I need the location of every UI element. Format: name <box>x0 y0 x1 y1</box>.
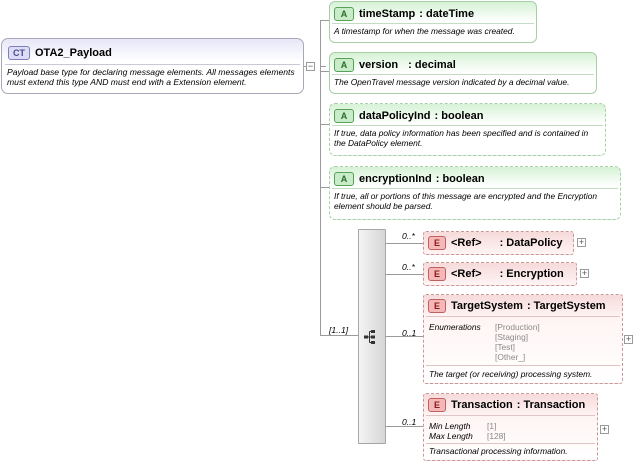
element-name: TargetSystem <box>451 300 523 312</box>
element-icon: E <box>428 398 446 412</box>
element-cardinality: 0..* <box>402 231 415 241</box>
element-icon: E <box>428 267 446 281</box>
element-targetsystem[interactable]: E TargetSystem : TargetSystem Enumeratio… <box>423 294 623 384</box>
element-name: <Ref> <box>451 237 482 249</box>
attribute-description: The OpenTravel message version indicated… <box>334 77 570 87</box>
connector <box>320 71 329 72</box>
expand-toggle[interactable]: + <box>624 334 633 344</box>
max-length-value: [128] <box>487 431 506 441</box>
complex-type-name: OTA2_Payload <box>35 47 112 59</box>
element-description: Transactional processing information. <box>429 446 568 456</box>
connector <box>320 20 329 21</box>
expand-toggle[interactable]: + <box>580 268 589 278</box>
sequence-icon <box>364 330 375 344</box>
connector <box>320 335 358 336</box>
sequence-compositor[interactable] <box>358 229 386 444</box>
attribute-datapolicyind[interactable]: A dataPolicyInd : boolean If true, data … <box>329 103 606 156</box>
max-length-label: Max Length <box>429 431 473 441</box>
connector <box>320 124 329 125</box>
element-name: <Ref> <box>451 268 482 280</box>
attribute-icon: A <box>334 58 354 72</box>
expand-toggle[interactable]: + <box>600 424 609 434</box>
attribute-version[interactable]: A version : decimal The OpenTravel messa… <box>329 52 597 94</box>
element-icon: E <box>428 236 446 250</box>
attribute-name: version <box>359 59 399 71</box>
attribute-timestamp[interactable]: A timeStamp : dateTime A timestamp for w… <box>329 1 537 43</box>
attribute-name: encryptionInd <box>359 173 432 185</box>
attribute-description: If true, all or portions of this message… <box>334 191 598 211</box>
complex-type-header: CT OTA2_Payload <box>8 45 112 61</box>
element-description: The target (or receiving) processing sys… <box>429 369 593 379</box>
min-length-value: [1] <box>487 421 497 431</box>
attribute-icon: A <box>334 109 354 123</box>
element-icon: E <box>428 299 446 313</box>
connector <box>386 274 423 275</box>
element-transaction[interactable]: E Transaction : Transaction Min Length [… <box>423 393 598 461</box>
attribute-type: : boolean <box>434 110 484 122</box>
connector <box>386 426 423 427</box>
element-type: : TargetSystem <box>526 300 606 312</box>
attribute-icon: A <box>334 172 354 186</box>
element-type: : DataPolicy <box>499 237 563 249</box>
expand-toggle[interactable]: + <box>577 237 586 247</box>
element-encryption-ref[interactable]: E <Ref> : Encryption <box>423 262 577 286</box>
sequence-cardinality: [1..1] <box>329 325 349 335</box>
connector <box>386 243 423 244</box>
element-type: : Transaction <box>516 399 586 411</box>
attribute-icon: A <box>334 7 354 21</box>
element-type: : Encryption <box>499 268 564 280</box>
connector <box>320 187 329 188</box>
element-cardinality: 0..1 <box>402 328 417 338</box>
attribute-name: dataPolicyInd <box>359 110 431 122</box>
enumeration-value: [Other_] <box>495 352 526 362</box>
enumeration-values: [Production] [Staging] [Test] [Other_] <box>495 322 540 362</box>
attribute-type: : boolean <box>435 173 485 185</box>
connector <box>320 20 321 335</box>
attribute-name: timeStamp <box>359 8 416 20</box>
attribute-description: A timestamp for when the message was cre… <box>334 26 515 36</box>
attribute-type: : dateTime <box>419 8 475 20</box>
attribute-encryptionind[interactable]: A encryptionInd : boolean If true, all o… <box>329 166 621 220</box>
complex-type-box[interactable]: CT OTA2_Payload Payload base type for de… <box>1 38 304 94</box>
connector <box>386 336 423 337</box>
enumerations-label: Enumerations <box>429 322 481 332</box>
enumeration-value: [Test] <box>495 342 516 352</box>
attribute-type: : decimal <box>408 59 456 71</box>
connector <box>320 66 326 67</box>
enumeration-value: [Production] <box>495 322 540 332</box>
element-cardinality: 0..* <box>402 262 415 272</box>
complex-type-description: Payload base type for declaring message … <box>7 67 295 87</box>
attribute-description: If true, data policy information has bee… <box>334 128 589 148</box>
enumeration-value: [Staging] <box>495 332 529 342</box>
element-cardinality: 0..1 <box>402 417 417 427</box>
complex-type-icon: CT <box>8 46 30 60</box>
element-name: Transaction <box>451 399 513 411</box>
element-datapolicy-ref[interactable]: E <Ref> : DataPolicy <box>423 231 574 255</box>
min-length-label: Min Length <box>429 421 471 431</box>
collapse-toggle[interactable]: − <box>306 61 315 71</box>
